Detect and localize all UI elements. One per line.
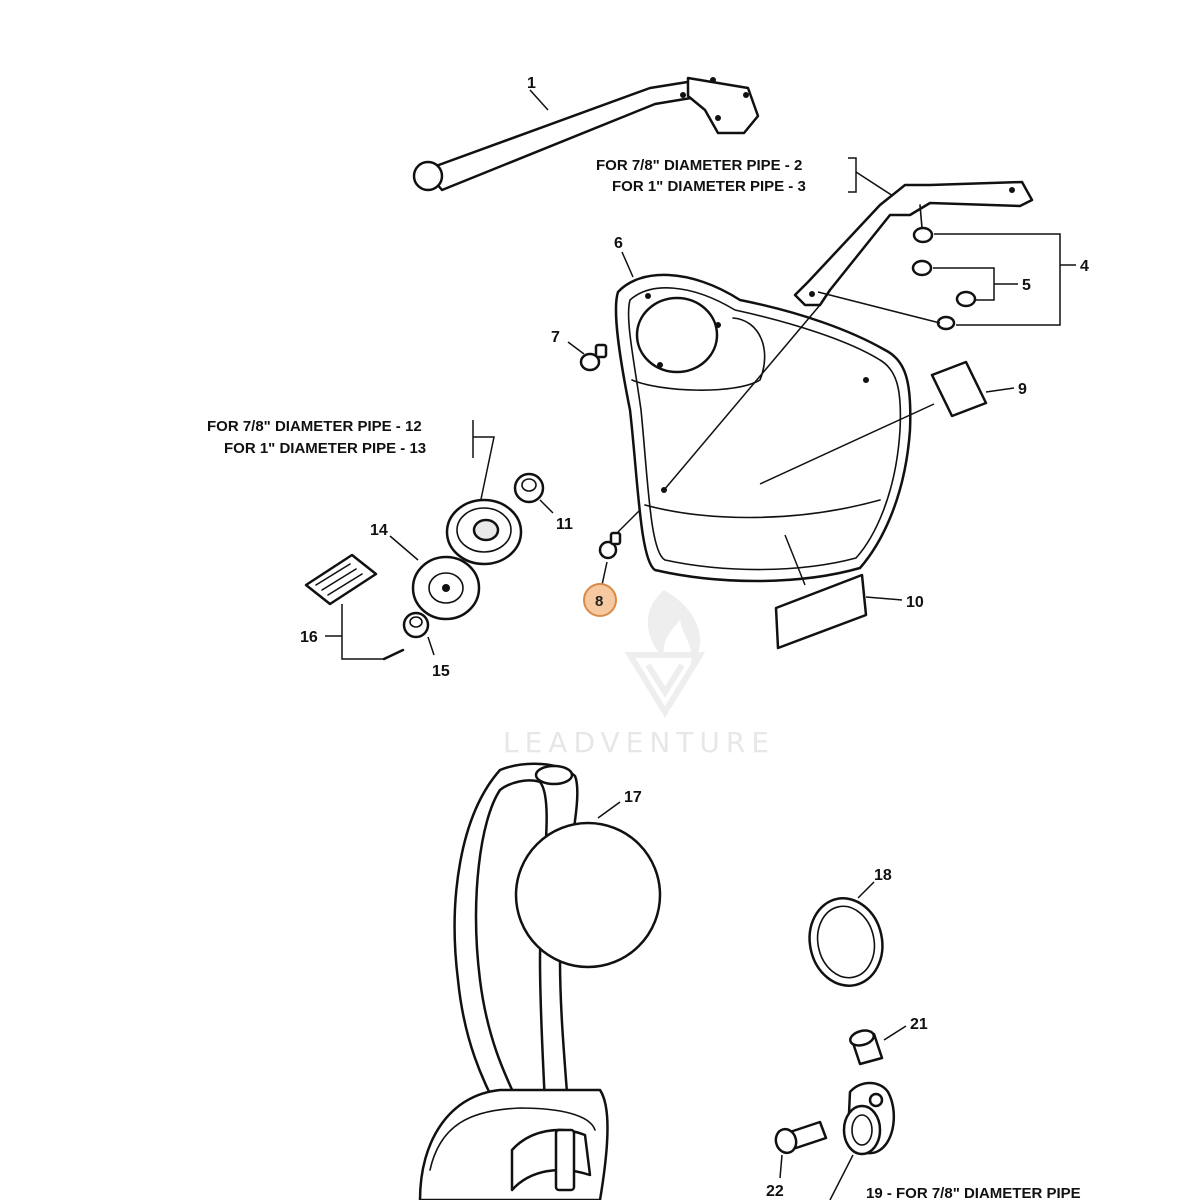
callout-21: 21 — [910, 1016, 928, 1033]
watermark-v-icon — [624, 652, 706, 718]
callout-14: 14 — [370, 522, 388, 539]
callout-8-highlight[interactable]: 8 — [583, 583, 617, 617]
part-17-harness[interactable] — [418, 762, 662, 1200]
part-6-shield[interactable] — [614, 273, 912, 583]
part-4-nuts[interactable] — [911, 226, 977, 331]
part-1-handle[interactable] — [412, 76, 760, 192]
callout-16: 16 — [300, 629, 318, 646]
callout-10: 10 — [906, 594, 924, 611]
note-13: FOR 1" DIAMETER PIPE - 13 — [224, 440, 426, 457]
callout-5: 5 — [1022, 277, 1031, 294]
callout-8: 8 — [595, 593, 603, 610]
note-19: 19 - FOR 7/8" DIAMETER PIPE — [866, 1185, 1081, 1200]
callout-6: 6 — [614, 235, 623, 252]
part-12-hub[interactable] — [445, 498, 523, 566]
part-14-spool-cover[interactable] — [411, 555, 481, 621]
callout-9: 9 — [1018, 381, 1027, 398]
part-18-ring[interactable] — [802, 891, 891, 992]
note-12: FOR 7/8" DIAMETER PIPE - 12 — [207, 418, 422, 435]
watermark: LEADVENTURE — [503, 590, 775, 759]
part-9-label[interactable] — [930, 360, 988, 418]
part-7-screw[interactable] — [579, 343, 608, 372]
note-2: FOR 7/8" DIAMETER PIPE - 2 — [596, 157, 802, 174]
callout-11: 11 — [556, 516, 573, 533]
part-8-screw[interactable] — [598, 531, 622, 560]
callout-15: 15 — [432, 663, 450, 680]
callout-4: 4 — [1080, 258, 1089, 275]
part-15-nut[interactable] — [402, 611, 430, 639]
part-10-label[interactable] — [774, 573, 868, 650]
callout-1: 1 — [527, 75, 536, 92]
part-19-clamp[interactable] — [842, 1081, 895, 1156]
part-16-kit[interactable] — [304, 553, 405, 661]
watermark-text: LEADVENTURE — [503, 726, 775, 759]
callout-7: 7 — [551, 329, 560, 346]
callout-22: 22 — [766, 1183, 784, 1200]
part-22-bolt[interactable] — [773, 1120, 828, 1155]
watermark-flame-icon — [647, 590, 701, 665]
note-3: FOR 1" DIAMETER PIPE - 3 — [612, 178, 806, 195]
part-11-washer[interactable] — [513, 472, 545, 504]
callout-17: 17 — [624, 789, 642, 806]
part-21-bushing[interactable] — [849, 1028, 884, 1066]
part-2-bracket[interactable] — [793, 180, 1034, 307]
callout-18: 18 — [874, 867, 892, 884]
